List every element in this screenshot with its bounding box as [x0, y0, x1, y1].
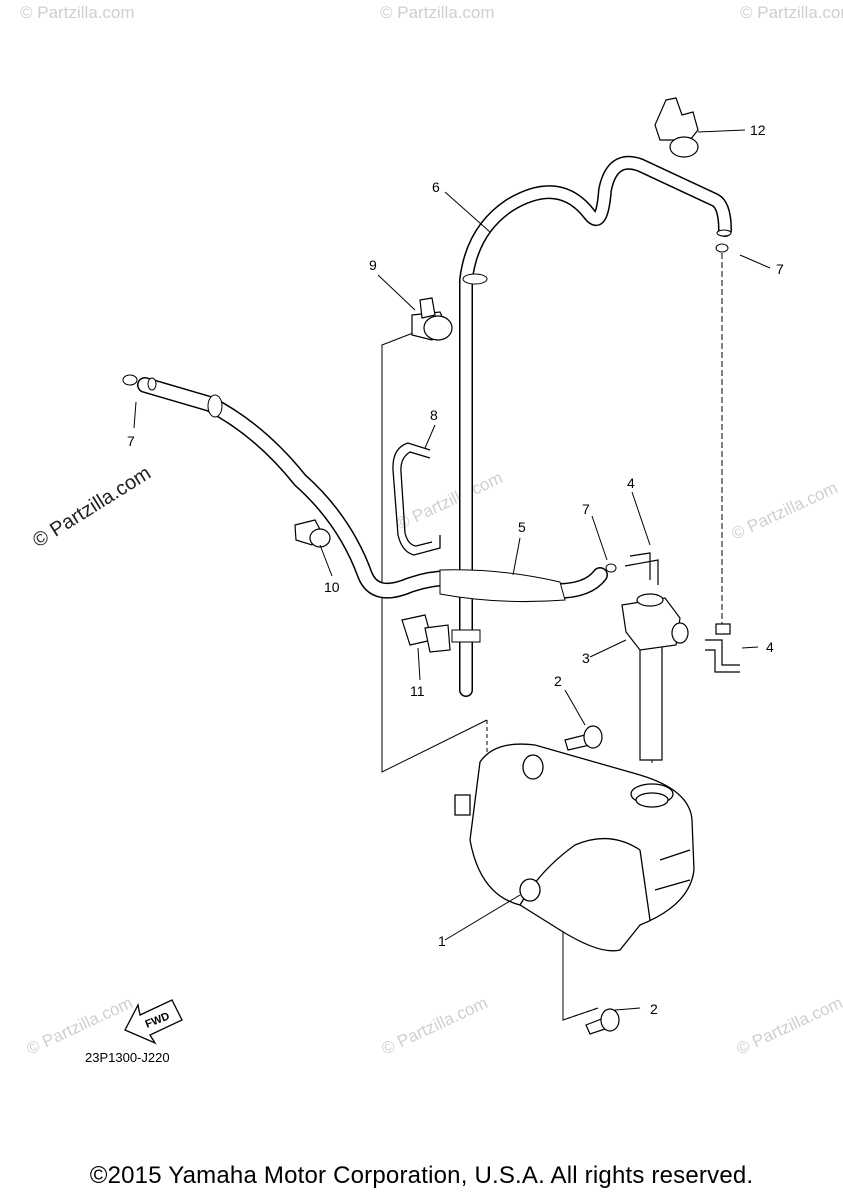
watermark: © Partzilla.com: [380, 3, 495, 22]
watermark: © Partzilla.com: [20, 3, 135, 22]
watermark: © Partzilla.com: [394, 468, 506, 534]
clip-8: [392, 442, 441, 556]
watermark: © Partzilla.com: [379, 993, 491, 1059]
callout-11: 11: [410, 683, 425, 699]
watermark-prominent: © Partzilla.com: [29, 462, 155, 552]
clamp-9: [411, 297, 453, 341]
valve-3: [621, 593, 689, 761]
callout-2-lower: 2: [650, 1001, 658, 1017]
bolt-2-upper: [564, 725, 603, 751]
pipe-4: [624, 552, 740, 673]
callout-1: 1: [438, 933, 446, 949]
callout-leaders: [133, 129, 771, 1011]
watermark-group: © Partzilla.com © Partzilla.com © Partzi…: [20, 3, 843, 1059]
callout-labels: 1 2 2 3 4 4 5 6 7 7 7 8 9 10 11 12: [127, 122, 784, 1017]
callout-2-upper: 2: [554, 673, 562, 689]
callout-7-left: 7: [127, 433, 135, 449]
diagram-code: 23P1300-J220: [85, 1050, 170, 1065]
hose-6: [451, 155, 732, 697]
callout-6: 6: [432, 179, 440, 195]
callout-7-middle: 7: [582, 501, 590, 517]
hose-5: [137, 377, 608, 603]
callout-4-lower: 4: [766, 639, 774, 655]
clip-7-group: [122, 243, 729, 573]
watermark: © Partzilla.com: [740, 3, 843, 22]
callout-4-upper: 4: [627, 475, 635, 491]
clamp-12: [654, 97, 699, 158]
copyright-footer: ©2015 Yamaha Motor Corporation, U.S.A. A…: [89, 1162, 754, 1189]
watermark: © Partzilla.com: [734, 993, 843, 1059]
watermark: © Partzilla.com: [729, 478, 841, 544]
fwd-arrow-icon: FWD: [124, 999, 183, 1045]
watermark: © Partzilla.com: [24, 993, 136, 1059]
callout-12: 12: [750, 122, 766, 138]
reservoir-tank-1: [454, 743, 695, 952]
callout-5: 5: [518, 519, 526, 535]
callout-10: 10: [324, 579, 340, 595]
bolt-2-lower: [585, 1008, 620, 1035]
clamp-11: [401, 614, 451, 653]
callout-8: 8: [430, 407, 438, 423]
callout-3: 3: [582, 650, 590, 666]
callout-9: 9: [369, 257, 377, 273]
clamp-10: [294, 519, 331, 548]
callout-7-right: 7: [776, 261, 784, 277]
